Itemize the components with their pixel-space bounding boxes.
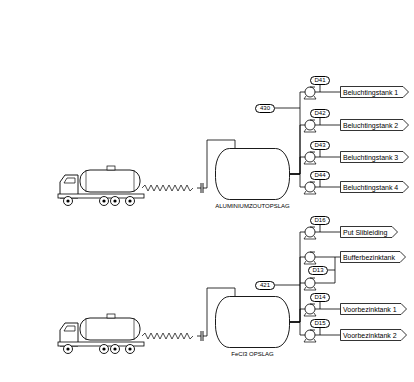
node-label: D41 [314,77,325,84]
tag-bubble: D15 [310,319,330,328]
pump-symbol [304,182,316,194]
tag-leader [320,225,321,233]
node-label: 421 [260,282,270,289]
destination-box: Beluchtingstank 3 [340,151,409,163]
destination-box: Voorbezinktank 1 [340,303,407,315]
pump-symbol [304,278,316,290]
node-label: Put Slibleiding [343,229,387,236]
box-outline [341,304,407,315]
tag-leader [320,302,321,310]
node-label: Voorbezinktank 1 [343,306,397,313]
node-label: Beluchtingstank 4 [343,184,398,191]
node-label: FeCl3 OPSLAG [231,351,273,357]
pump-symbol [304,120,316,132]
node-label: D42 [314,110,325,117]
node-label: D13 [312,267,323,274]
destination-box: Bufferbezinktank [340,251,406,263]
pump-symbol [304,152,316,164]
pipe-line [290,125,340,174]
box-outline [341,87,409,98]
destination-box: Put Slibleiding [340,226,398,238]
tag-bubble: D14 [310,293,330,302]
storage-tank: ALUMINIUMZOUTOPSLAG [215,148,290,200]
tag-leader [320,150,321,158]
tag-leader [275,108,300,109]
tag-leader [328,270,335,271]
pipe-line [290,92,340,174]
box-outline [341,152,409,163]
tag-leader [320,180,321,188]
box-outline [341,182,409,193]
pump-symbol [304,252,316,264]
destination-box: Beluchtingstank 4 [340,181,409,193]
tank-outline [215,296,290,348]
tag-bubble: D41 [310,76,330,85]
pipe-line [290,257,340,322]
node-label: D44 [314,172,325,179]
tag-leader [320,328,321,336]
node-label: Voorbezinktank 2 [343,332,397,339]
tanker-truck [58,288,235,354]
node-label: Beluchtingstank 1 [343,89,398,96]
tag-bubble: D43 [310,141,330,150]
node-label: D14 [314,294,325,301]
tag-bubble: 430 [255,104,275,113]
node-label: D15 [314,320,325,327]
tank-outline [215,148,290,200]
tag-leader [320,85,321,93]
pump-symbol [304,87,316,99]
node-label: ALUMINIUMZOUTOPSLAG [215,203,290,209]
tank-outline [216,149,290,200]
destination-box: Voorbezinktank 2 [340,329,407,341]
tag-leader [275,285,300,286]
pump-symbol [304,227,316,239]
tag-bubble: D13 [308,266,328,275]
node-label: D16 [314,217,325,224]
tag-bubble: 421 [255,281,275,290]
tag-leader [320,118,321,126]
box-outline [341,252,406,263]
pipe-line [290,232,340,322]
box-outline [341,227,398,238]
destination-box: Beluchtingstank 2 [340,119,409,131]
merge-pipe [300,257,335,283]
pump-symbol [304,304,316,316]
node-label: Bufferbezinktank [343,254,395,261]
tank-outline [216,297,290,348]
storage-tank: FeCl3 OPSLAG [215,296,290,348]
tag-bubble: D16 [310,216,330,225]
box-outline [341,330,407,341]
node-label: D43 [314,142,325,149]
node-label: Beluchtingstank 2 [343,122,398,129]
pump-symbol [304,330,316,342]
tanker-truck [58,140,235,206]
box-outline [341,120,409,131]
destination-box: Beluchtingstank 1 [340,86,409,98]
tag-bubble: D42 [310,109,330,118]
node-label: Beluchtingstank 3 [343,154,398,161]
node-label: 430 [260,105,270,112]
tag-bubble: D44 [310,171,330,180]
